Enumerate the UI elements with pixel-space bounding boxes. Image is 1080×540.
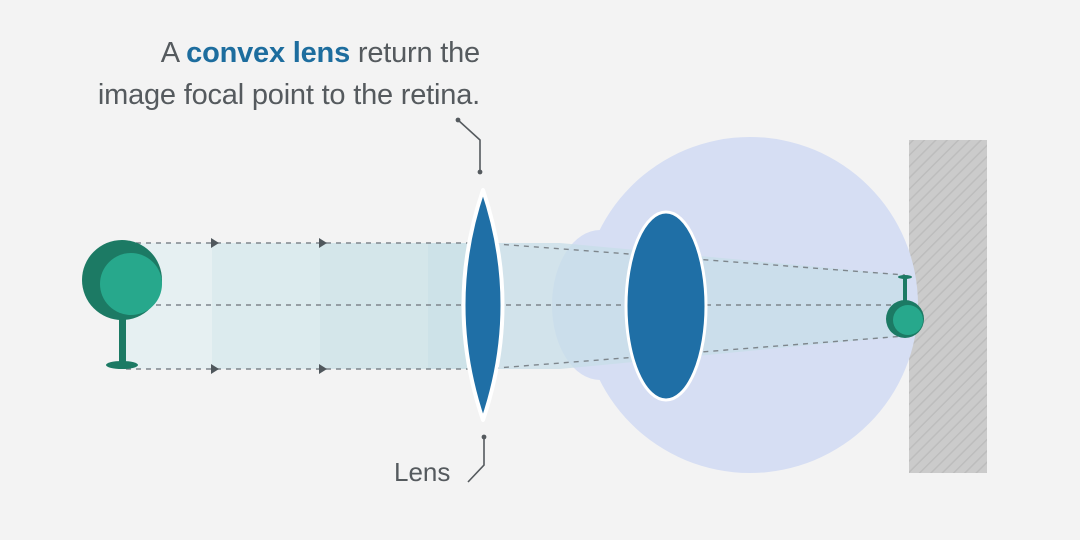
- convex-lens: [461, 188, 505, 422]
- caption-pointer-end: [477, 169, 483, 175]
- caption-pointer: [457, 119, 481, 172]
- incoming-light-beam: [126, 243, 484, 369]
- retina-wall: [909, 140, 987, 473]
- caption-line-2: image focal point to the retina.: [97, 79, 480, 111]
- lens-label-pointer-end: [481, 434, 487, 440]
- caption: A convex lens return the image focal poi…: [60, 32, 480, 116]
- lens-label: Lens: [394, 457, 451, 487]
- inverted-tree-icon: [886, 275, 924, 338]
- tree-icon: [82, 240, 162, 369]
- caption-highlight: convex lens: [186, 37, 350, 69]
- ray-arrowheads: [211, 238, 327, 374]
- caption-suffix: return the: [350, 37, 480, 69]
- caption-pointer-dot: [455, 117, 461, 123]
- caption-prefix: A: [160, 37, 187, 69]
- caption-line-1: A convex lens return the: [60, 32, 480, 74]
- lens-label-pointer: [467, 437, 485, 483]
- eye-lens: [624, 210, 708, 402]
